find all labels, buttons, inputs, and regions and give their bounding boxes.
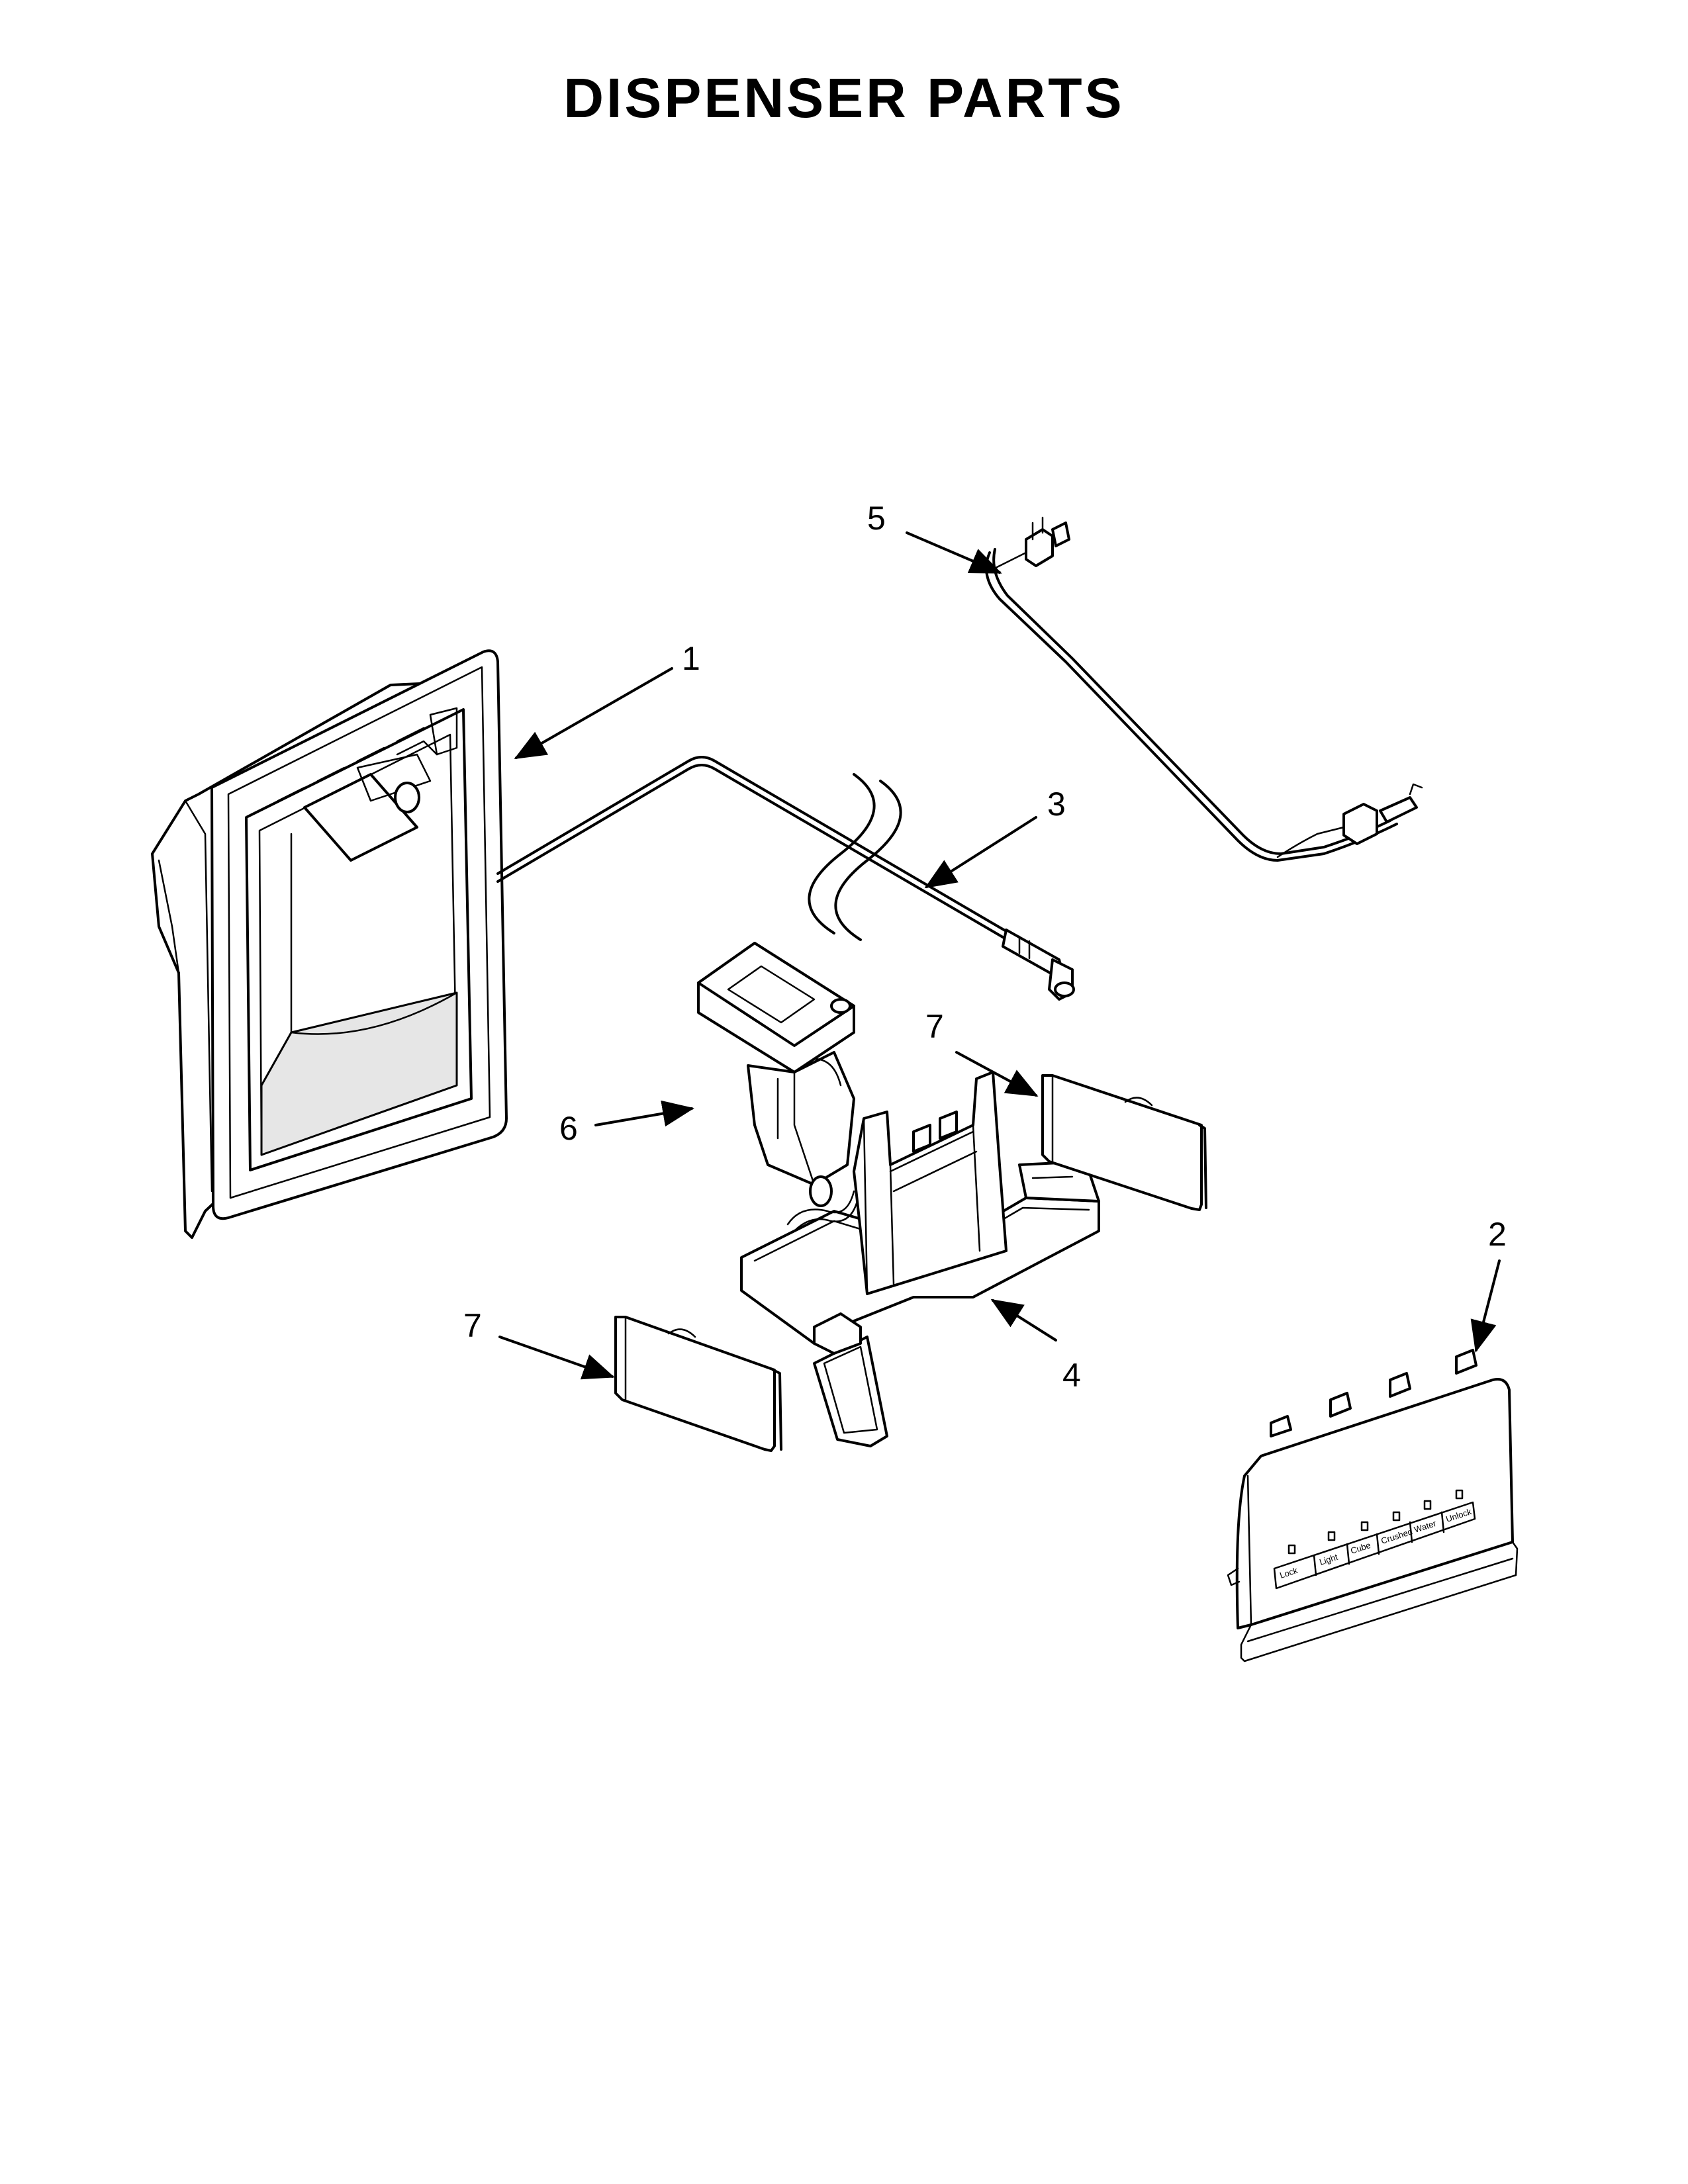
callout-2: 2 (1488, 1216, 1507, 1253)
part-5-wire-harness (985, 516, 1423, 862)
part-7-trim-panel-upper (1041, 1074, 1207, 1211)
callout-5: 5 (867, 500, 886, 537)
part-3-water-tube (496, 756, 1075, 1001)
callout-leaders (498, 531, 1501, 1380)
leader-arrow-2 (1470, 1259, 1501, 1353)
part-6-actuator (697, 942, 855, 1186)
leader-arrow-7-lower (498, 1336, 615, 1380)
callout-4: 4 (1062, 1357, 1081, 1394)
leader-arrow-4 (990, 1298, 1057, 1342)
leader-arrow-5 (906, 531, 1002, 574)
callout-6: 6 (559, 1110, 578, 1147)
leader-arrow-7-upper (955, 1051, 1039, 1097)
leader-arrow-1 (514, 667, 673, 759)
part-1-dispenser-housing (151, 649, 508, 1239)
callout-numbers: 1 2 3 4 5 6 7 7 (463, 500, 1507, 1394)
part-7-trim-panel-lower (614, 1316, 782, 1452)
callout-1: 1 (682, 640, 700, 677)
callout-7-lower: 7 (463, 1307, 482, 1344)
leader-arrow-6 (594, 1100, 694, 1127)
callout-3: 3 (1047, 786, 1066, 823)
callout-7-upper: 7 (925, 1008, 944, 1045)
leader-arrow-3 (924, 816, 1037, 889)
page-title: DISPENSER PARTS (563, 67, 1125, 129)
part-2-control-panel: Lock Light Cube Crushed Water Unlock (1227, 1349, 1519, 1662)
